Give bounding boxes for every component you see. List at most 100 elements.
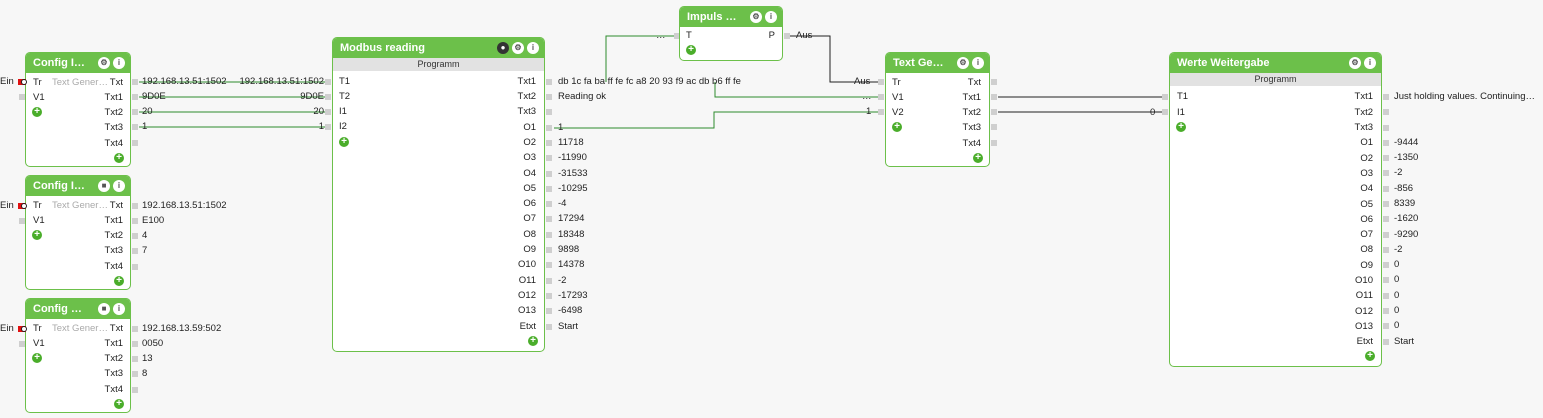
output-port[interactable] bbox=[1383, 277, 1389, 283]
gear-icon[interactable]: ⚙ bbox=[98, 57, 110, 69]
output-port[interactable] bbox=[132, 341, 138, 347]
output-port[interactable] bbox=[132, 79, 138, 85]
block-header[interactable]: Config H… ■i bbox=[26, 299, 130, 319]
output-port[interactable] bbox=[1383, 262, 1389, 268]
add-output-icon[interactable]: + bbox=[114, 276, 124, 286]
output-port[interactable] bbox=[132, 124, 138, 130]
stop-icon[interactable]: ■ bbox=[98, 303, 110, 315]
output-port[interactable] bbox=[546, 308, 552, 314]
input-port[interactable] bbox=[878, 109, 884, 115]
add-output-icon[interactable]: + bbox=[114, 399, 124, 409]
output-port[interactable] bbox=[1383, 216, 1389, 222]
output-port[interactable] bbox=[991, 109, 997, 115]
output-port[interactable] bbox=[132, 109, 138, 115]
output-port[interactable] bbox=[1383, 186, 1389, 192]
output-port[interactable] bbox=[1383, 155, 1389, 161]
output-port[interactable] bbox=[546, 293, 552, 299]
input-port[interactable] bbox=[325, 79, 331, 85]
block-header[interactable]: Werte Weitergabe ⚙i bbox=[1170, 53, 1381, 73]
input-port[interactable] bbox=[674, 33, 680, 39]
output-port[interactable] bbox=[546, 140, 552, 146]
output-port[interactable] bbox=[991, 94, 997, 100]
block-header[interactable]: Text Gen… ⚙i bbox=[886, 53, 989, 73]
input-port[interactable] bbox=[19, 218, 25, 224]
output-port[interactable] bbox=[1383, 109, 1389, 115]
werte-weitergabe-block[interactable]: Werte Weitergabe ⚙i Programm T1 I1 + Txt… bbox=[1169, 52, 1382, 367]
output-port[interactable] bbox=[546, 247, 552, 253]
output-port[interactable] bbox=[546, 201, 552, 207]
modbus-reading-block[interactable]: Modbus reading ●⚙i Programm T1 T2 I1 I2 … bbox=[332, 37, 545, 352]
output-port[interactable] bbox=[1383, 140, 1389, 146]
info-icon[interactable]: i bbox=[972, 57, 984, 69]
output-port[interactable] bbox=[991, 124, 997, 130]
block-header[interactable]: Impuls bei ⚙i bbox=[680, 7, 782, 27]
output-port[interactable] bbox=[546, 216, 552, 222]
output-port[interactable] bbox=[132, 387, 138, 393]
trigger-input-icon[interactable] bbox=[18, 79, 27, 85]
output-port[interactable] bbox=[132, 264, 138, 270]
config-block-3[interactable]: Config H… ■i Tr Text Gener… V1 Txt Txt1 … bbox=[25, 298, 131, 413]
block-header[interactable]: Config I… ⚙i bbox=[26, 53, 130, 73]
add-input-icon[interactable]: + bbox=[1176, 122, 1186, 132]
output-port[interactable] bbox=[546, 155, 552, 161]
output-port[interactable] bbox=[132, 371, 138, 377]
add-input-icon[interactable]: + bbox=[32, 353, 42, 363]
add-input-icon[interactable]: + bbox=[892, 122, 902, 132]
input-port[interactable] bbox=[878, 79, 884, 85]
output-port[interactable] bbox=[1383, 293, 1389, 299]
info-icon[interactable]: i bbox=[113, 303, 125, 315]
output-port[interactable] bbox=[991, 140, 997, 146]
impuls-bei-block[interactable]: Impuls bei ⚙i T P + bbox=[679, 6, 783, 61]
add-input-icon[interactable]: + bbox=[339, 137, 349, 147]
output-port[interactable] bbox=[546, 94, 552, 100]
stop-icon[interactable]: ■ bbox=[98, 180, 110, 192]
output-port[interactable] bbox=[132, 248, 138, 254]
input-port[interactable] bbox=[325, 124, 331, 130]
output-port[interactable] bbox=[132, 94, 138, 100]
trigger-input-icon[interactable] bbox=[18, 326, 27, 332]
block-header[interactable]: Config I… ■i bbox=[26, 176, 130, 196]
gear-icon[interactable]: ⚙ bbox=[750, 11, 762, 23]
gear-icon[interactable]: ⚙ bbox=[512, 42, 524, 54]
output-port[interactable] bbox=[132, 233, 138, 239]
info-icon[interactable]: i bbox=[765, 11, 777, 23]
gear-icon[interactable]: ⚙ bbox=[1349, 57, 1361, 69]
output-port[interactable] bbox=[546, 125, 552, 131]
output-port[interactable] bbox=[1383, 232, 1389, 238]
add-output-icon[interactable]: + bbox=[114, 153, 124, 163]
output-port[interactable] bbox=[132, 203, 138, 209]
input-port[interactable] bbox=[325, 94, 331, 100]
add-input-icon[interactable]: + bbox=[686, 45, 696, 55]
output-port[interactable] bbox=[1383, 94, 1389, 100]
add-output-icon[interactable]: + bbox=[1365, 351, 1375, 361]
output-port[interactable] bbox=[546, 262, 552, 268]
add-input-icon[interactable]: + bbox=[32, 230, 42, 240]
output-port[interactable] bbox=[132, 326, 138, 332]
output-port[interactable] bbox=[1383, 339, 1389, 345]
output-port[interactable] bbox=[1383, 323, 1389, 329]
block-header[interactable]: Modbus reading ●⚙i bbox=[333, 38, 544, 58]
output-port[interactable] bbox=[546, 109, 552, 115]
config-block-1[interactable]: Config I… ⚙i Tr Text Gener… V1 Txt Txt1 … bbox=[25, 52, 131, 167]
add-output-icon[interactable]: + bbox=[973, 153, 983, 163]
output-port[interactable] bbox=[784, 33, 790, 39]
output-port[interactable] bbox=[546, 324, 552, 330]
output-port[interactable] bbox=[546, 171, 552, 177]
input-port[interactable] bbox=[878, 94, 884, 100]
output-port[interactable] bbox=[132, 140, 138, 146]
info-icon[interactable]: i bbox=[113, 180, 125, 192]
trigger-input-icon[interactable] bbox=[18, 203, 27, 209]
add-input-icon[interactable]: + bbox=[32, 107, 42, 117]
output-port[interactable] bbox=[1383, 125, 1389, 131]
stop-icon[interactable]: ● bbox=[497, 42, 509, 54]
info-icon[interactable]: i bbox=[527, 42, 539, 54]
output-port[interactable] bbox=[991, 79, 997, 85]
output-port[interactable] bbox=[132, 356, 138, 362]
add-output-icon[interactable]: + bbox=[528, 336, 538, 346]
input-port[interactable] bbox=[19, 94, 25, 100]
info-icon[interactable]: i bbox=[1364, 57, 1376, 69]
input-port[interactable] bbox=[325, 109, 331, 115]
gear-icon[interactable]: ⚙ bbox=[957, 57, 969, 69]
input-port[interactable] bbox=[1162, 109, 1168, 115]
output-port[interactable] bbox=[1383, 170, 1389, 176]
